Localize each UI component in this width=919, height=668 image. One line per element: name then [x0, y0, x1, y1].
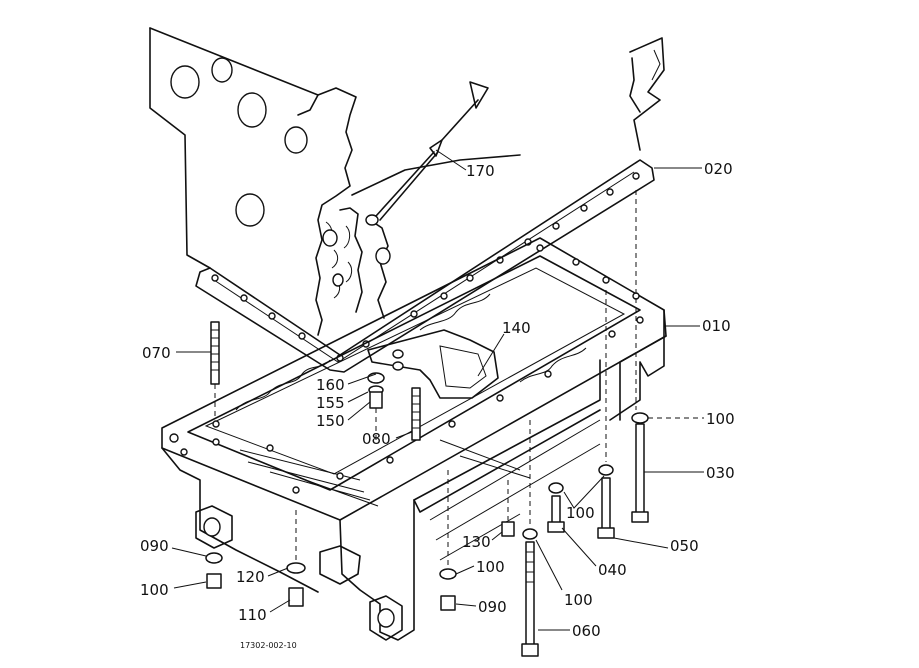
label-090-left: 100 — [140, 581, 169, 599]
leader-lines — [171, 149, 704, 631]
dipstick — [365, 81, 489, 226]
label-010: 010 — [702, 317, 731, 335]
label-120: 120 — [236, 568, 265, 586]
label-100-right: 100 — [706, 410, 735, 428]
label-130: 130 — [462, 533, 491, 551]
bolt-060 — [521, 420, 539, 657]
oil-pan-gasket — [195, 159, 655, 373]
label-060: 060 — [572, 622, 601, 640]
drain-plug-130 — [501, 480, 515, 537]
label-020: 020 — [704, 160, 733, 178]
label-100-lower: 100 — [564, 591, 593, 609]
label-160: 160 — [316, 376, 345, 394]
bolt-040 — [547, 482, 565, 533]
oil-strainer — [367, 329, 499, 399]
label-140: 140 — [502, 319, 531, 337]
drawing-code: 17302-002-10 — [240, 641, 297, 650]
label-050: 050 — [670, 537, 699, 555]
label-070: 070 — [142, 344, 171, 362]
label-100-center: 100 — [476, 558, 505, 576]
label-100-left: 090 — [140, 537, 169, 555]
engine-block — [149, 27, 665, 336]
drain-plug-110 — [286, 510, 306, 607]
stud-nut-090-left — [205, 552, 223, 589]
stud-bolt-070 — [210, 321, 220, 420]
stud-nut-090-center — [439, 470, 457, 611]
label-110: 110 — [238, 606, 267, 624]
bolt-050 — [597, 290, 615, 539]
bolt-150-washers — [367, 372, 385, 440]
part-labels: 170 020 010 140 070 160 155 150 080 100 … — [140, 160, 735, 640]
label-080: 080 — [362, 430, 391, 448]
label-040: 040 — [598, 561, 627, 579]
bolt-030 — [631, 190, 649, 523]
label-150: 150 — [316, 412, 345, 430]
label-090-center: 090 — [478, 598, 507, 616]
stud-bolt-080 — [411, 387, 421, 441]
label-030: 030 — [706, 464, 735, 482]
label-100-mid: 100 — [566, 504, 595, 522]
label-170: 170 — [466, 162, 495, 180]
label-155: 155 — [316, 394, 345, 412]
oil-pan — [161, 237, 667, 641]
